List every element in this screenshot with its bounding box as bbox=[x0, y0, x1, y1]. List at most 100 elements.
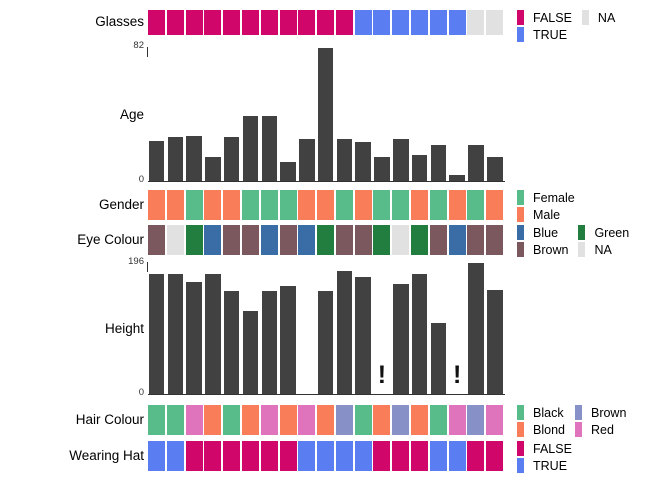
category-cell bbox=[354, 441, 372, 471]
category-cell bbox=[429, 190, 447, 220]
category-cell bbox=[411, 225, 429, 255]
category-cell bbox=[148, 10, 165, 35]
category-cell bbox=[354, 10, 372, 35]
category-cell bbox=[373, 190, 391, 220]
legend-swatch bbox=[517, 225, 524, 240]
age-axis-min-label: 0 bbox=[138, 174, 144, 185]
bar bbox=[148, 140, 165, 181]
category-cell bbox=[373, 225, 391, 255]
category-cell bbox=[166, 441, 184, 471]
legend-item: Red bbox=[574, 421, 626, 438]
category-cell bbox=[260, 405, 278, 435]
legend-swatch bbox=[517, 441, 524, 456]
eye-colour-strip bbox=[148, 225, 505, 255]
bar bbox=[167, 273, 184, 394]
legend-label: NA bbox=[594, 242, 612, 257]
bar bbox=[430, 322, 447, 394]
category-cell bbox=[279, 225, 297, 255]
category-cell bbox=[486, 10, 504, 35]
category-cell bbox=[317, 225, 335, 255]
category-cell bbox=[241, 190, 259, 220]
category-cell bbox=[279, 10, 297, 35]
legend-label: Red bbox=[590, 422, 614, 437]
category-cell bbox=[223, 441, 241, 471]
bar bbox=[336, 271, 353, 394]
category-cell bbox=[448, 441, 466, 471]
category-cell bbox=[317, 405, 335, 435]
category-cell bbox=[335, 225, 353, 255]
bar bbox=[449, 174, 465, 181]
legend-item: TRUE bbox=[517, 26, 572, 43]
legend-item: Brown bbox=[574, 404, 627, 421]
category-cell bbox=[448, 190, 466, 220]
bar bbox=[261, 291, 278, 394]
legend-item: Black bbox=[517, 404, 565, 421]
category-cell bbox=[467, 441, 485, 471]
legend-item: Green bbox=[578, 224, 629, 241]
bar bbox=[393, 283, 409, 394]
category-cell bbox=[166, 225, 184, 255]
category-cell bbox=[411, 190, 429, 220]
bar bbox=[468, 145, 484, 181]
category-cell bbox=[185, 225, 203, 255]
category-cell bbox=[486, 441, 504, 471]
category-cell bbox=[298, 10, 316, 35]
bar bbox=[487, 156, 503, 181]
legend-label: Female bbox=[533, 190, 575, 205]
legend-label: Brown bbox=[590, 405, 627, 420]
bar bbox=[355, 277, 371, 394]
category-cell bbox=[148, 441, 165, 471]
age-bar-chart bbox=[148, 48, 505, 182]
legend-swatch bbox=[578, 225, 586, 240]
legend-swatch bbox=[517, 10, 524, 25]
bar bbox=[223, 291, 240, 394]
category-cell bbox=[373, 441, 391, 471]
category-cell bbox=[223, 405, 241, 435]
age-axis-max-label: 82 bbox=[133, 40, 144, 51]
category-cell bbox=[373, 405, 391, 435]
height-bar-chart: !! bbox=[148, 263, 505, 395]
legend-item: Brown bbox=[517, 241, 568, 258]
category-cell bbox=[317, 441, 335, 471]
category-cell bbox=[392, 225, 410, 255]
category-cell bbox=[185, 190, 203, 220]
legend-swatch bbox=[581, 10, 589, 25]
legend-label: Brown bbox=[533, 242, 569, 257]
category-cell bbox=[392, 10, 410, 35]
bar bbox=[374, 156, 390, 181]
category-cell bbox=[279, 405, 297, 435]
category-cell bbox=[204, 190, 222, 220]
category-cell bbox=[260, 225, 278, 255]
legend-swatch bbox=[517, 242, 524, 257]
category-cell bbox=[429, 405, 447, 435]
legend-label: Green bbox=[594, 225, 630, 240]
legend-label: Blue bbox=[533, 225, 559, 240]
category-cell bbox=[354, 405, 372, 435]
bar bbox=[355, 142, 371, 181]
bar bbox=[242, 311, 259, 394]
legend-label: FALSE bbox=[533, 10, 572, 25]
category-cell bbox=[429, 441, 447, 471]
bar bbox=[393, 138, 409, 181]
category-cell bbox=[317, 190, 335, 220]
bar bbox=[468, 263, 484, 394]
bar bbox=[186, 135, 202, 181]
legend-swatch bbox=[517, 405, 524, 420]
legend-label: NA bbox=[597, 10, 616, 25]
category-cell bbox=[392, 190, 410, 220]
category-cell bbox=[241, 405, 259, 435]
category-cell bbox=[411, 10, 429, 35]
legend-swatch bbox=[517, 27, 524, 42]
legend-item: FALSE bbox=[517, 9, 572, 26]
category-cell bbox=[354, 225, 372, 255]
legend-item: NA bbox=[581, 9, 616, 26]
category-cell bbox=[467, 190, 485, 220]
bar bbox=[299, 138, 315, 181]
row-label-wearing-hat: Wearing Hat bbox=[69, 448, 144, 463]
bar bbox=[167, 137, 184, 181]
bar bbox=[148, 274, 165, 394]
category-cell bbox=[373, 10, 391, 35]
